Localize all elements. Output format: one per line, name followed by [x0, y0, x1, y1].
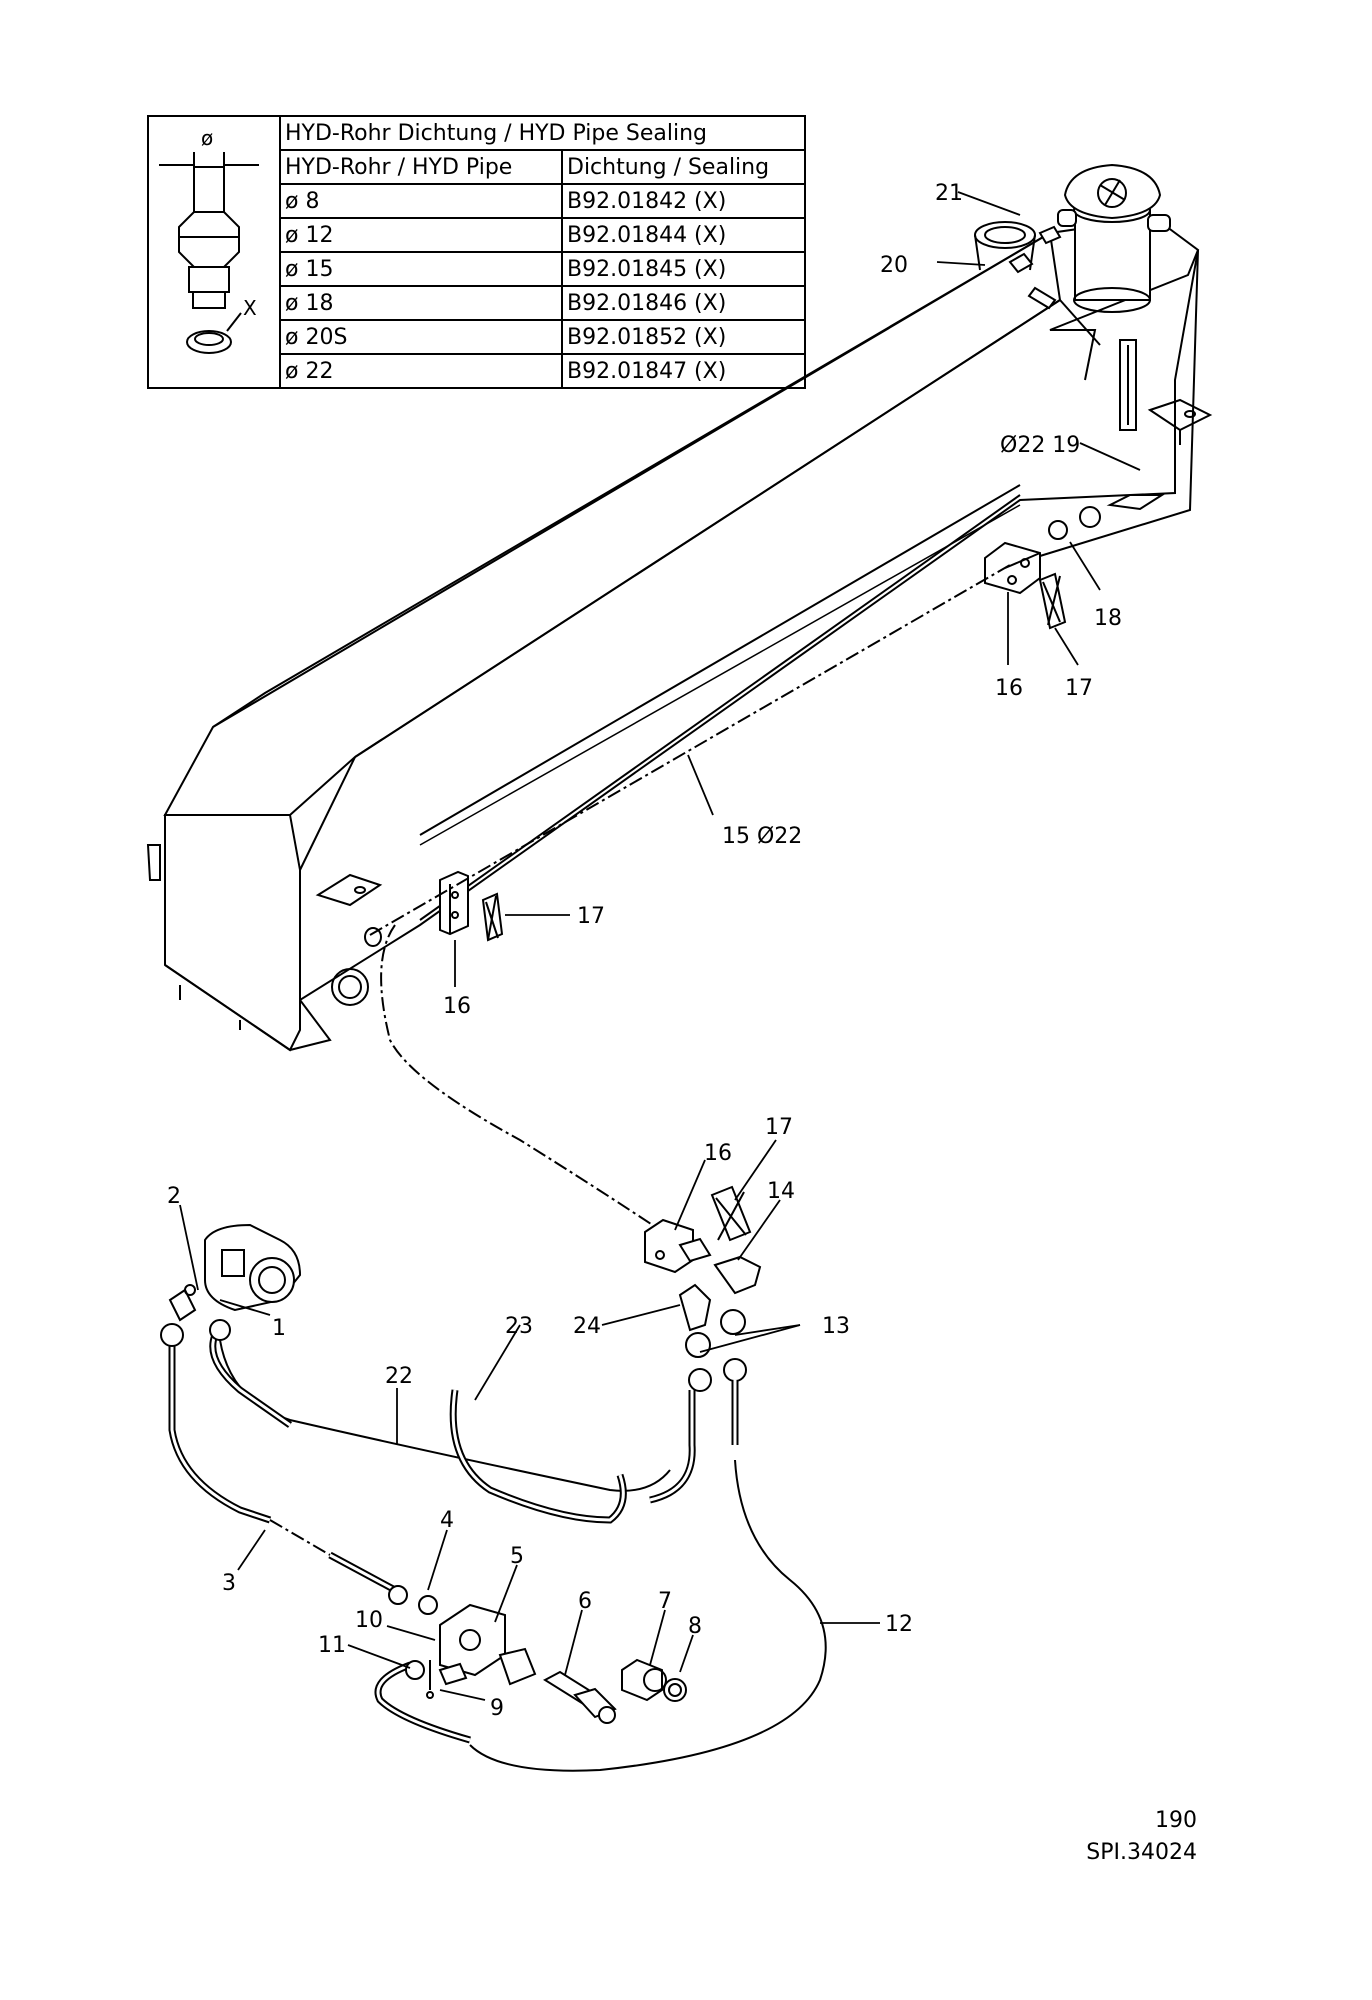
seal-part-number: B92.01852 (X) — [561, 319, 806, 355]
pipe-size: ø 18 — [279, 285, 563, 321]
hydraulic-tank — [146, 216, 1213, 1052]
seal-part-number: B92.01844 (X) — [561, 217, 806, 253]
hydraulic-pump — [160, 1223, 302, 1347]
callout-12: 12 — [885, 1612, 913, 1637]
leader-lines — [179, 191, 1141, 1701]
callout-14: 14 — [767, 1179, 795, 1204]
callout-1: 1 — [272, 1316, 286, 1341]
callout-21: 21 — [935, 181, 963, 206]
pipe-size: ø 15 — [279, 251, 563, 287]
callout-9: 9 — [490, 1696, 504, 1721]
callout-8: 8 — [688, 1614, 702, 1639]
callout-4: 4 — [440, 1508, 454, 1533]
pipe-sealing-table: ø X HYD-Rohr Dichtung / HYD Pipe Sealing… — [147, 115, 806, 389]
callout-16-mid: 16 — [443, 994, 471, 1019]
table-row: ø 12 B92.01844 (X) — [148, 217, 806, 253]
callout-18: 18 — [1094, 606, 1122, 631]
seal-part-number: B92.01847 (X) — [561, 353, 806, 389]
callout-11: 11 — [318, 1633, 346, 1658]
pipe-clamp-mid — [439, 870, 504, 942]
seal-detail-figure: ø X — [147, 115, 281, 389]
callout-3: 3 — [222, 1571, 236, 1596]
diameter-symbol: ø — [201, 126, 213, 150]
callout-7: 7 — [658, 1589, 672, 1614]
callout-17-low: 17 — [765, 1115, 793, 1140]
callout-23: 23 — [505, 1314, 533, 1339]
table-title: HYD-Rohr Dichtung / HYD Pipe Sealing — [279, 115, 806, 151]
seal-part-number: B92.01845 (X) — [561, 251, 806, 287]
column-header-pipe: HYD-Rohr / HYD Pipe — [279, 149, 563, 185]
callout-17-mid: 17 — [577, 904, 605, 929]
drawing-reference: SPI.34024 — [1086, 1840, 1197, 1865]
callout-24: 24 — [573, 1314, 601, 1339]
seal-part-number: B92.01842 (X) — [561, 183, 806, 219]
table-row: ø 8 B92.01842 (X) — [148, 183, 806, 219]
callout-19: Ø22 19 — [1000, 433, 1080, 458]
table-row: ø 22 B92.01847 (X) — [148, 353, 806, 389]
callout-16-right: 16 — [995, 676, 1023, 701]
table-row: ø 15 B92.01845 (X) — [148, 251, 806, 287]
valve-assembly — [388, 1585, 687, 1724]
callout-6: 6 — [578, 1589, 592, 1614]
callout-2: 2 — [167, 1184, 181, 1209]
callout-5: 5 — [510, 1544, 524, 1569]
column-header-sealing: Dichtung / Sealing — [561, 149, 806, 185]
table-row: ø 18 B92.01846 (X) — [148, 285, 806, 321]
table-row: ø 20S B92.01852 (X) — [148, 319, 806, 355]
callout-10: 10 — [355, 1608, 383, 1633]
pipe-size: ø 8 — [279, 183, 563, 219]
hoses — [168, 1333, 827, 1772]
callout-22: 22 — [385, 1364, 413, 1389]
detail-x-label: X — [243, 296, 257, 320]
return-filter — [974, 163, 1171, 313]
callout-20: 20 — [880, 253, 908, 278]
pipe-size: ø 20S — [279, 319, 563, 355]
tank-return-fittings — [984, 494, 1166, 630]
lower-fittings — [644, 1185, 762, 1392]
pipe-size: ø 12 — [279, 217, 563, 253]
seal-part-number: B92.01846 (X) — [561, 285, 806, 321]
pipe-size: ø 22 — [279, 353, 563, 389]
callout-16-low: 16 — [704, 1141, 732, 1166]
callout-17-right: 17 — [1065, 676, 1093, 701]
page-number: 190 — [1155, 1808, 1197, 1833]
callout-13: 13 — [822, 1314, 850, 1339]
callout-15: 15 Ø22 — [722, 824, 802, 849]
pipe-15 — [380, 924, 661, 1231]
